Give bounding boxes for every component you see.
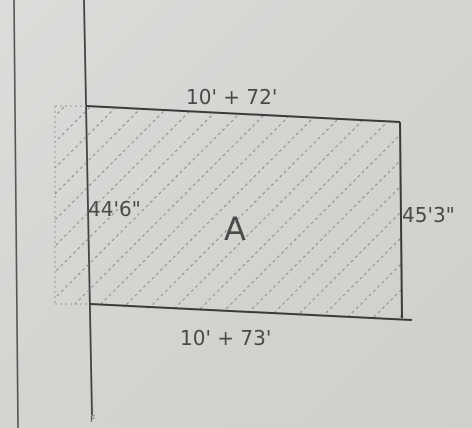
plot-label: A — [224, 210, 246, 248]
hatch-line — [55, 106, 98, 320]
hatch-line — [308, 106, 402, 320]
hatch-line — [178, 106, 402, 320]
hatch-line — [55, 106, 254, 320]
hatch-line — [152, 106, 384, 320]
hatch-line — [126, 106, 358, 320]
hatch-line — [55, 106, 124, 320]
hatch-line — [230, 106, 402, 320]
hatch-line — [360, 106, 402, 320]
left-dimension-label: 44'6" — [88, 197, 141, 221]
hatch-line — [55, 106, 228, 320]
hatch-line — [55, 106, 202, 320]
hatch-line — [204, 106, 402, 320]
road-line — [83, 0, 93, 416]
road-line-tick: F — [90, 415, 95, 425]
plot-right-edge — [399, 121, 403, 319]
plot-top-edge — [85, 105, 401, 123]
hatch-line — [55, 106, 280, 320]
hatch-line — [282, 106, 402, 320]
hatch-line — [100, 106, 332, 320]
hatch-line — [74, 106, 306, 320]
hatch-line — [55, 106, 176, 320]
hatch-line — [256, 106, 402, 320]
hatch-line — [0, 100, 45, 330]
left-margin-line — [13, 0, 19, 428]
right-dimension-label: 45'3" — [402, 203, 455, 227]
plot-hatching — [0, 100, 472, 330]
plot-bottom-edge — [89, 303, 413, 321]
hatch-line — [334, 106, 402, 320]
bottom-dimension-label: 10' + 73' — [180, 326, 271, 350]
hatch-line — [465, 100, 472, 330]
top-dimension-label: 10' + 72' — [186, 85, 277, 109]
hatch-line — [55, 106, 150, 320]
